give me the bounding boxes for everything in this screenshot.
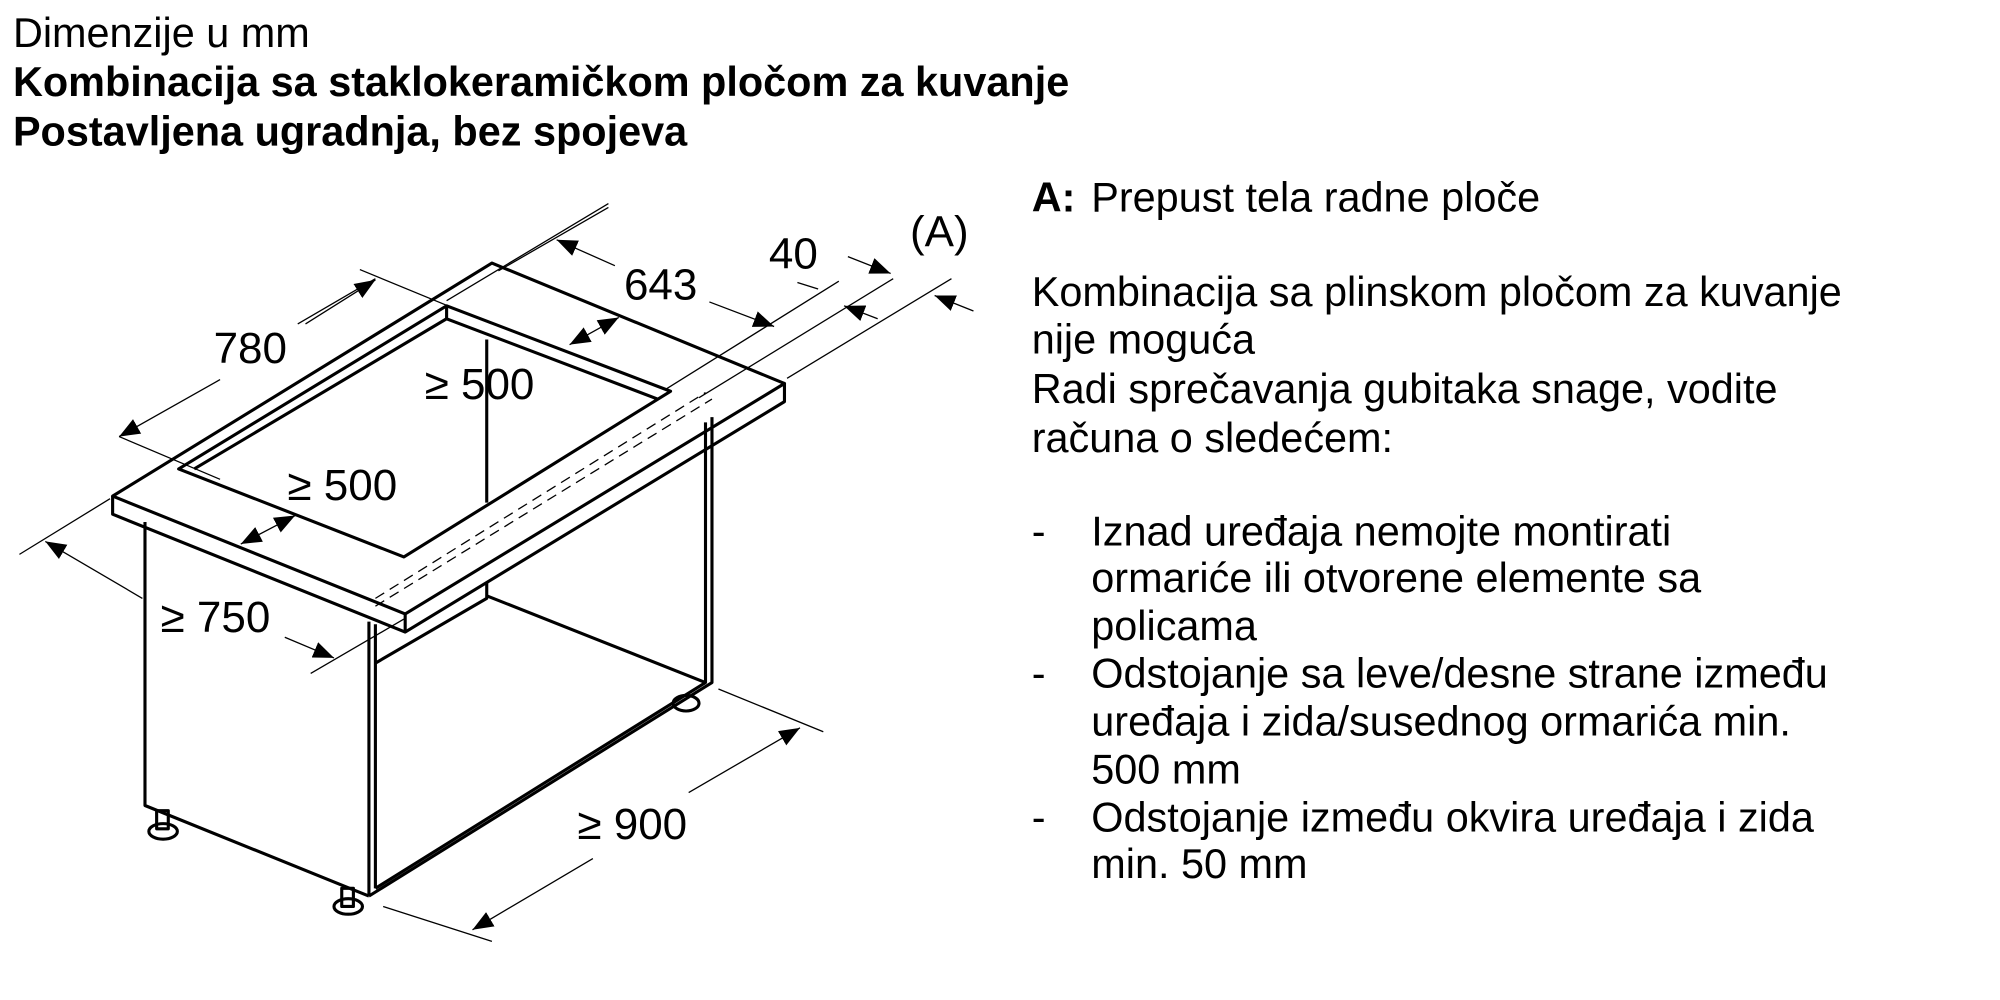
bullet-marker: -	[1032, 794, 1046, 840]
dim-overhang-40: 40	[769, 229, 818, 278]
marker-a: (A)	[910, 207, 969, 256]
bullet-2-line: uređaja i zida/susednog ormarića min.	[1091, 699, 1791, 745]
gas-hob-note-cont: nije moguća	[1032, 317, 1256, 363]
units-caption: Dimenzije u mm	[13, 10, 310, 56]
dim-cutout-643: 643	[624, 260, 697, 309]
bullet-2-line: 500 mm	[1091, 746, 1241, 792]
bullet-1-line: Iznad uređaja nemojte montirati	[1091, 508, 1671, 554]
dim-cabinet-width-900: ≥ 900	[577, 800, 687, 849]
bullet-1-line: ormariće ili otvorene elemente sa	[1091, 555, 1702, 601]
dim-clearance-side-500: ≥ 500	[287, 461, 397, 510]
legend-key-a: A:	[1032, 174, 1076, 220]
bullet-3-line: Odstojanje između okvira uređaja i zida	[1091, 794, 1815, 840]
cabinet-feet	[147, 693, 701, 916]
dimension-lines	[19, 203, 974, 943]
dim-clearance-front-750: ≥ 750	[161, 593, 271, 642]
dim-clearance-back-500: ≥ 500	[425, 360, 535, 409]
dim-depth-780: 780	[214, 324, 287, 373]
cabinet-drawing: 780 643 40 (A) ≥ 500 ≥ 500 ≥ 750 ≥ 900	[19, 203, 974, 943]
title-combination: Kombinacija sa staklokeramičkom pločom z…	[13, 59, 1069, 105]
legend-text-a: Prepust tela radne ploče	[1091, 174, 1540, 220]
bullet-2-line: Odstojanje sa leve/desne strane između	[1091, 651, 1828, 697]
power-loss-note: Radi sprečavanja gubitaka snage, vodite	[1032, 366, 1778, 412]
bullet-marker: -	[1032, 508, 1046, 554]
bullet-marker: -	[1032, 651, 1046, 697]
bullet-1-line: policama	[1091, 603, 1258, 649]
bullet-3-line: min. 50 mm	[1091, 841, 1307, 887]
notes: A: Prepust tela radne ploče Kombinacija …	[1032, 174, 1842, 887]
title-installation: Postavljena ugradnja, bez spojeva	[13, 108, 688, 154]
power-loss-note-cont: računa o sledećem:	[1032, 415, 1393, 461]
gas-hob-note: Kombinacija sa plinskom pločom za kuvanj…	[1032, 269, 1842, 315]
